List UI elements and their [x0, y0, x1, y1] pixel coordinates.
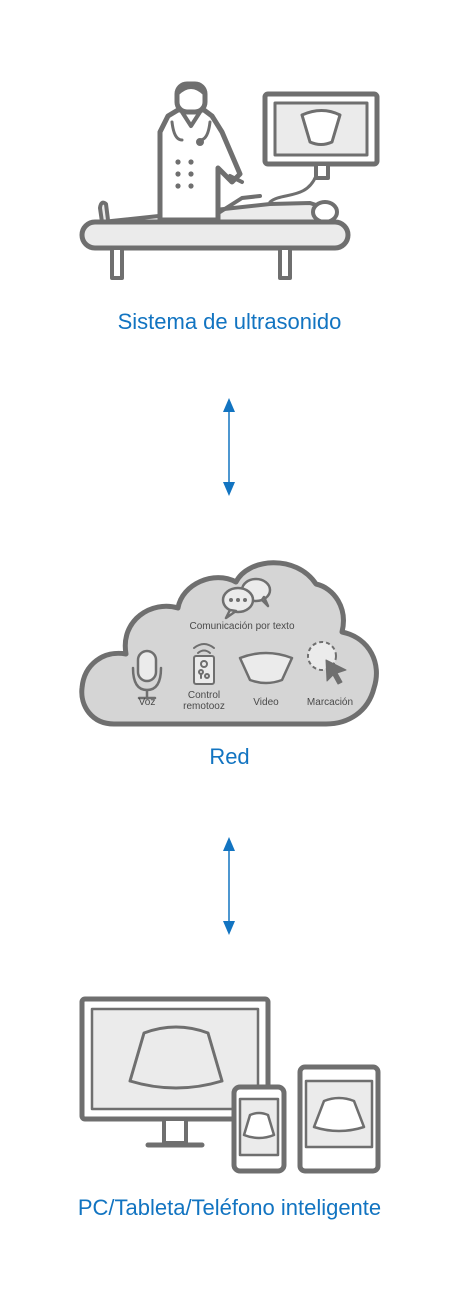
video-label: Video: [253, 697, 279, 708]
pc-monitor-icon: [79, 996, 271, 1148]
network-label: Red: [209, 744, 250, 769]
remote-control-label-line1: Control: [188, 690, 220, 701]
marking-label: Marcación: [307, 697, 353, 708]
bidirectional-arrow-bottom: [223, 837, 235, 935]
monitor-icon: [262, 91, 380, 204]
remote-control-icon: [193, 643, 215, 685]
video-ultrasound-icon: [238, 651, 294, 685]
cloud-icon: Comunicación por texto Voz Control remot…: [79, 560, 379, 727]
ultrasound-system-illustration: [79, 81, 380, 280]
text-chat-label: Comunicación por texto: [189, 621, 294, 632]
voice-label: Voz: [139, 697, 156, 708]
remote-control-label-line2: remotooz: [183, 701, 225, 712]
microphone-icon: [131, 649, 163, 700]
text-chat-icon: [221, 577, 272, 620]
smartphone-icon: [231, 1084, 287, 1174]
marking-cursor-icon: [307, 641, 347, 685]
bidirectional-arrow-top: [223, 398, 235, 496]
ultrasound-system-label: Sistema de ultrasonido: [117, 309, 342, 334]
bed-icon: [79, 219, 351, 280]
doctor-icon: [157, 81, 244, 223]
devices-illustration: [79, 996, 381, 1174]
tablet-icon: [297, 1064, 381, 1174]
devices-label: PC/Tableta/Teléfono inteligente: [77, 1195, 382, 1220]
